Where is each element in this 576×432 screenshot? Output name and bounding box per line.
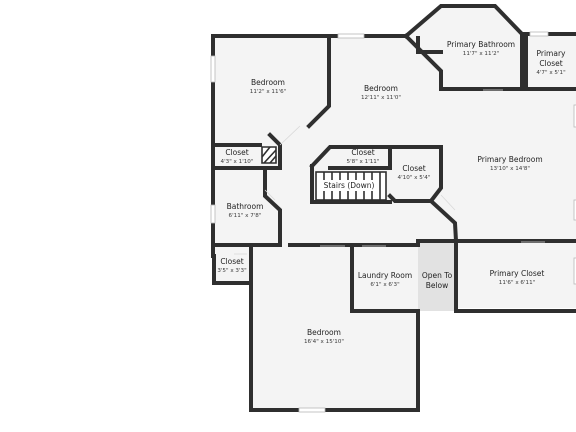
closet-nw-dim: 4'3" x 1'10" [221,159,254,165]
closet-sw-name: Closet [220,257,243,266]
bedroom-south-dim: 16'4" x 15'10" [304,339,344,345]
open-to-below-name-1: Open To [422,271,453,280]
bathroom-dim: 6'11" x 7'8" [229,213,262,219]
interior-walls [211,33,576,313]
bedroom-north-dim: 12'11" x 11'0" [361,95,401,101]
windows [210,31,576,413]
closet-center-name: Closet [351,148,374,157]
primary-closet-dim: 4'7" x 5'1" [536,70,566,76]
primary-bedroom-dim: 13'10" x 14'8" [490,166,530,172]
floor-area [213,6,576,410]
laundry-room-dim: 6'1" x 6'3" [370,282,400,288]
laundry-room-name: Laundry Room [358,271,412,280]
primary-bedroom-name: Primary Bedroom [477,155,542,164]
closet-nw-name: Closet [225,148,248,157]
primary-bathroom-dim: 11'7" x 11'2" [463,51,500,57]
open-to-below-area [418,241,456,311]
bathroom-name: Bathroom [227,202,264,211]
room-labels: Bedroom 11'2" x 11'6" Bedroom 12'11" x 1… [217,40,566,345]
hatch-icon [261,146,277,164]
closet-sw-dim: 3'5" x 3'3" [217,268,247,274]
closet-east-dim: 4'10" x 5'4" [398,175,431,181]
door-openings [234,89,545,255]
closet-center-dim: 5'8" x 1'11" [347,159,380,165]
closet-east-name: Closet [402,164,425,173]
stairs-name: Stairs (Down) [324,181,375,190]
primary-closet-2-dim: 11'6" x 6'11" [499,280,536,286]
bedroom-north-name: Bedroom [364,84,398,93]
bedroom-south-name: Bedroom [307,328,341,337]
primary-closet-name-2: Closet [539,59,562,68]
primary-closet-2-name: Primary Closet [490,269,545,278]
primary-closet-name-1: Primary [537,49,567,58]
bedroom-nw-dim: 11'2" x 11'6" [250,89,287,95]
stairs-label-bg [320,180,378,191]
open-to-below-name-2: Below [426,281,449,290]
primary-bathroom-name: Primary Bathroom [447,40,515,49]
bedroom-nw-name: Bedroom [251,78,285,87]
